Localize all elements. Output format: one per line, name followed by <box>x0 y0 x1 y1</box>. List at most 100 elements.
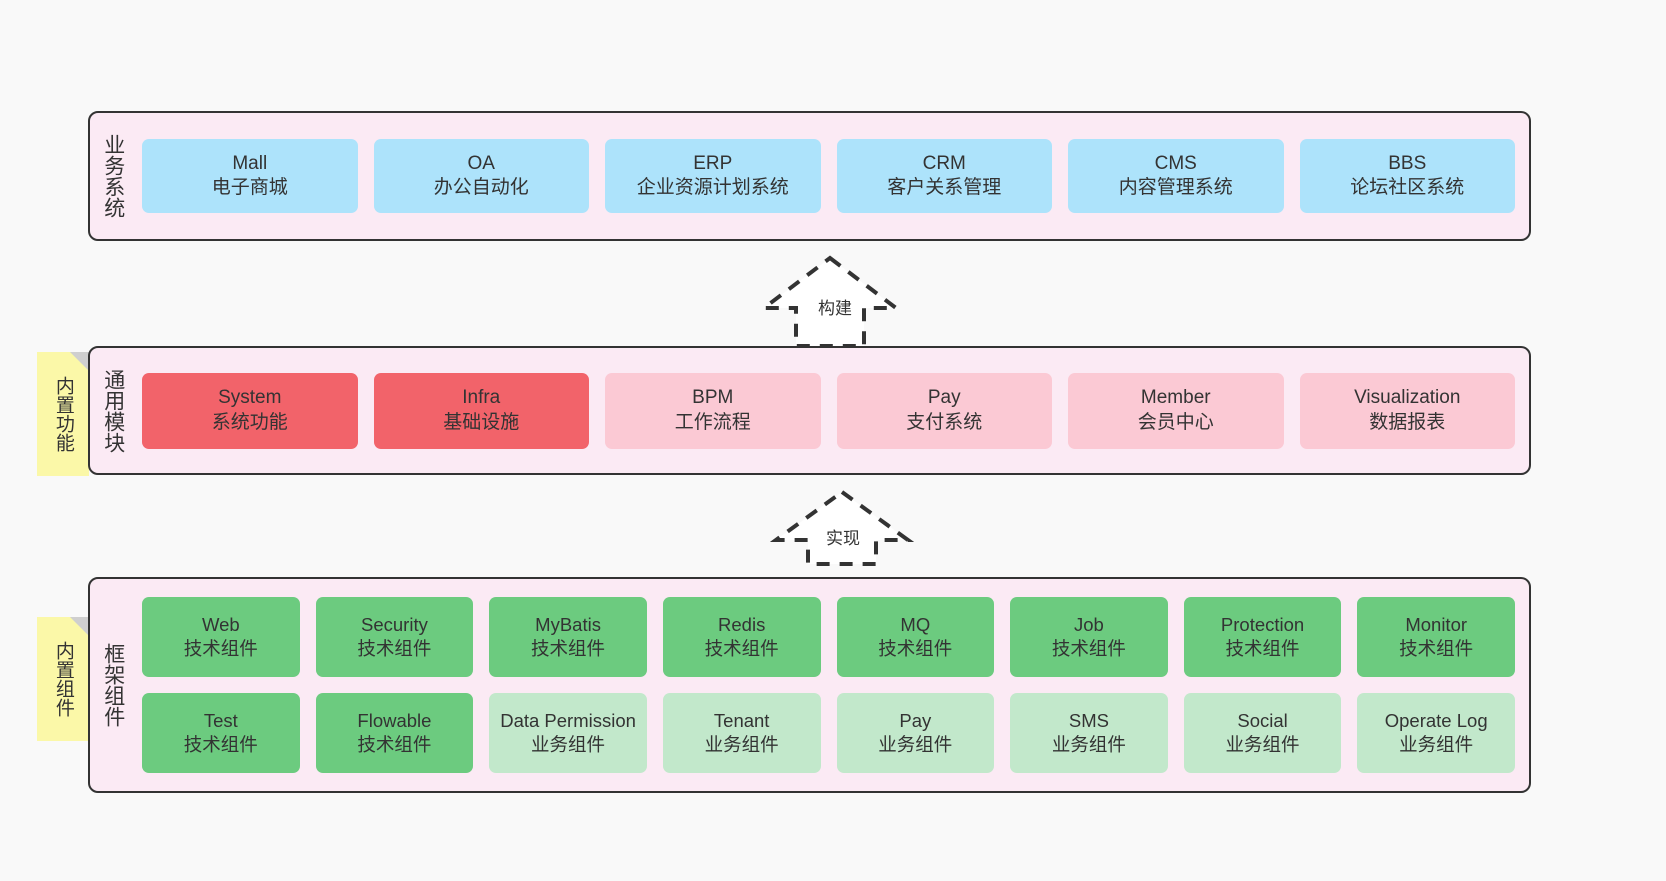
note-fold-corner-icon <box>70 617 89 636</box>
layer-business-systems: 业务系统 Mall 电子商城 OA 办公自动化 ERP 企业资源计划系统 CRM… <box>88 111 1531 241</box>
card-erp[interactable]: ERP 企业资源计划系统 <box>605 139 821 213</box>
card-title-en: SMS <box>1068 710 1109 732</box>
arrow-implement-label: 实现 <box>826 529 860 548</box>
card-redis[interactable]: Redis 技术组件 <box>662 597 821 677</box>
card-row: Test 技术组件 Flowable 技术组件 Data Permission … <box>142 693 1515 773</box>
card-title-en: MQ <box>900 614 931 636</box>
arrow-build: 构建 <box>758 255 902 348</box>
card-title-cn: 业务组件 <box>531 734 606 755</box>
card-title-en: CRM <box>922 152 966 174</box>
card-title-cn: 业务组件 <box>1225 734 1300 755</box>
note-builtin-components: 内置组件 <box>37 617 89 741</box>
card-title-en: Test <box>203 710 238 732</box>
card-infra[interactable]: Infra 基础设施 <box>373 372 589 449</box>
card-visualization[interactable]: Visualization 数据报表 <box>1299 372 1515 449</box>
card-title-en: Visualization <box>1354 387 1461 409</box>
arrow-build-label: 构建 <box>818 299 852 318</box>
card-mq[interactable]: MQ 技术组件 <box>836 597 995 677</box>
card-title-cn: 企业资源计划系统 <box>636 177 789 198</box>
card-bpm[interactable]: BPM 工作流程 <box>605 372 821 449</box>
card-title-cn: 系统功能 <box>211 411 288 433</box>
card-title-en: MyBatis <box>535 614 601 636</box>
card-title-en: Redis <box>718 614 766 636</box>
layer-body-business: Mall 电子商城 OA 办公自动化 ERP 企业资源计划系统 CRM 客户关系… <box>136 113 1529 239</box>
card-title-en: Member <box>1140 387 1211 409</box>
card-pay-component[interactable]: Pay 业务组件 <box>836 693 995 773</box>
card-title-cn: 会员中心 <box>1137 411 1214 433</box>
card-title-cn: 基础设施 <box>443 411 520 433</box>
card-title-en: Mall <box>232 152 268 174</box>
card-title-cn: 数据报表 <box>1369 411 1446 433</box>
layer-framework-components: 框架组件 Web 技术组件 Security 技术组件 MyBatis 技术组件… <box>88 577 1531 793</box>
note-builtin-features: 内置功能 <box>37 352 89 476</box>
card-system[interactable]: System 系统功能 <box>142 372 358 449</box>
card-operate-log[interactable]: Operate Log 业务组件 <box>1357 693 1515 773</box>
card-title-cn: 内容管理系统 <box>1118 177 1233 198</box>
card-member[interactable]: Member 会员中心 <box>1068 372 1284 449</box>
card-title-cn: 业务组件 <box>1399 734 1474 755</box>
card-title-en: Tenant <box>713 710 770 732</box>
card-title-en: Protection <box>1220 614 1305 636</box>
card-social[interactable]: Social 业务组件 <box>1183 693 1342 773</box>
card-web[interactable]: Web 技术组件 <box>142 597 300 677</box>
card-oa[interactable]: OA 办公自动化 <box>373 139 589 213</box>
card-title-en: Data Permission <box>500 710 636 732</box>
card-row: System 系统功能 Infra 基础设施 BPM 工作流程 Pay 支付系统… <box>142 372 1515 449</box>
card-title-cn: 技术组件 <box>878 638 953 659</box>
card-title-cn: 技术组件 <box>183 734 258 755</box>
card-security[interactable]: Security 技术组件 <box>315 597 474 677</box>
card-bbs[interactable]: BBS 论坛社区系统 <box>1299 139 1515 213</box>
note-text: 内置功能 <box>52 376 74 452</box>
layer-common-modules: 通用模块 System 系统功能 Infra 基础设施 BPM 工作流程 Pay… <box>88 346 1531 475</box>
card-mybatis[interactable]: MyBatis 技术组件 <box>489 597 647 677</box>
card-title-en: Security <box>361 614 428 636</box>
card-data-permission[interactable]: Data Permission 业务组件 <box>489 693 647 773</box>
card-title-en: Monitor <box>1405 614 1468 636</box>
layer-body-framework: Web 技术组件 Security 技术组件 MyBatis 技术组件 Redi… <box>136 579 1529 791</box>
card-title-en: Pay <box>899 710 932 732</box>
card-title-cn: 业务组件 <box>878 734 953 755</box>
card-title-cn: 电子商城 <box>211 177 288 198</box>
card-pay[interactable]: Pay 支付系统 <box>836 372 1052 449</box>
card-title-cn: 技术组件 <box>704 638 779 659</box>
card-title-cn: 技术组件 <box>357 734 432 755</box>
card-title-cn: 业务组件 <box>1051 734 1126 755</box>
card-title-cn: 工作流程 <box>674 411 751 433</box>
card-title-en: OA <box>467 152 495 174</box>
card-job[interactable]: Job 技术组件 <box>1010 597 1168 677</box>
card-title-cn: 办公自动化 <box>433 177 529 198</box>
card-title-en: Pay <box>927 387 961 409</box>
card-crm[interactable]: CRM 客户关系管理 <box>836 139 1052 213</box>
card-title-cn: 客户关系管理 <box>887 177 1002 198</box>
card-tenant[interactable]: Tenant 业务组件 <box>662 693 821 773</box>
card-title-cn: 技术组件 <box>1399 638 1474 659</box>
card-row: Web 技术组件 Security 技术组件 MyBatis 技术组件 Redi… <box>142 597 1515 677</box>
arrow-implement: 实现 <box>769 489 915 566</box>
card-title-cn: 业务组件 <box>704 734 779 755</box>
card-title-cn: 支付系统 <box>906 411 983 433</box>
arrow-implement-shape <box>769 489 915 566</box>
card-title-en: Web <box>201 614 240 636</box>
card-cms[interactable]: CMS 内容管理系统 <box>1068 139 1284 213</box>
card-title-cn: 技术组件 <box>357 638 432 659</box>
card-title-en: Job <box>1074 614 1104 636</box>
card-title-en: ERP <box>693 152 733 174</box>
card-title-cn: 技术组件 <box>1225 638 1300 659</box>
note-fold-corner-icon <box>70 352 89 371</box>
layer-body-common: System 系统功能 Infra 基础设施 BPM 工作流程 Pay 支付系统… <box>136 348 1529 473</box>
card-monitor[interactable]: Monitor 技术组件 <box>1357 597 1515 677</box>
card-mall[interactable]: Mall 电子商城 <box>142 139 358 213</box>
card-title-en: BBS <box>1388 152 1427 174</box>
card-title-cn: 论坛社区系统 <box>1350 177 1465 198</box>
card-title-en: Flowable <box>357 710 432 732</box>
card-title-en: Operate Log <box>1384 710 1488 732</box>
layer-title-common: 通用模块 <box>101 368 125 453</box>
card-test[interactable]: Test 技术组件 <box>142 693 300 773</box>
card-sms[interactable]: SMS 业务组件 <box>1010 693 1168 773</box>
card-title-cn: 技术组件 <box>531 638 606 659</box>
card-title-en: CMS <box>1154 152 1197 174</box>
card-title-en: System <box>218 387 282 409</box>
card-title-en: BPM <box>692 387 734 409</box>
card-flowable[interactable]: Flowable 技术组件 <box>315 693 474 773</box>
card-protection[interactable]: Protection 技术组件 <box>1183 597 1342 677</box>
